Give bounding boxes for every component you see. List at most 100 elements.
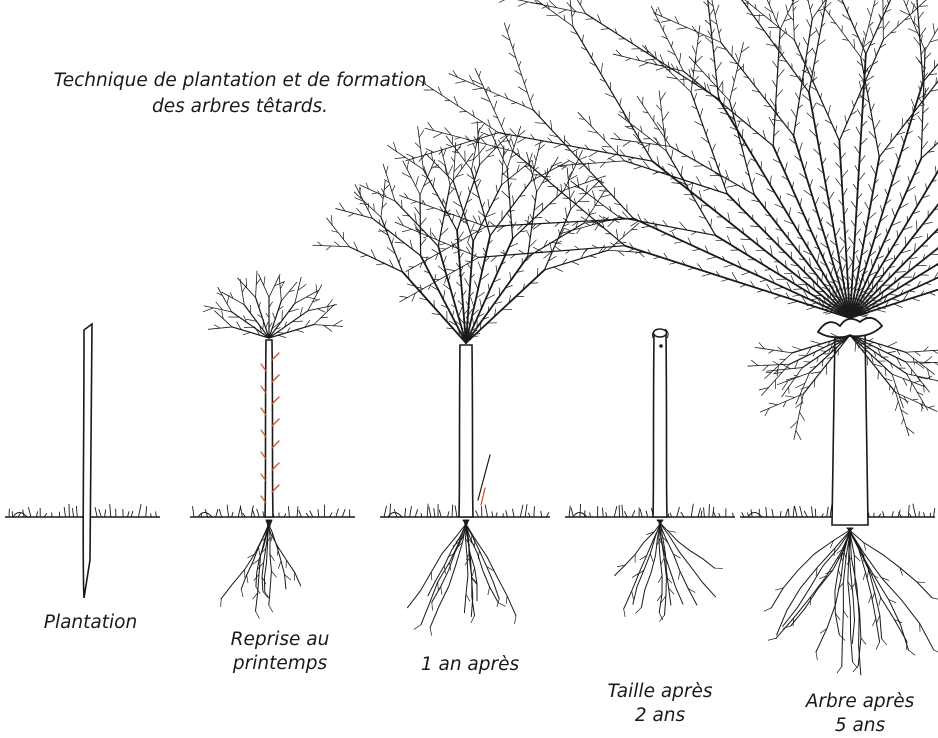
grass-blade — [709, 505, 710, 517]
twig — [661, 20, 670, 22]
grass-blade — [534, 507, 535, 517]
twig — [545, 220, 550, 223]
twig — [826, 234, 829, 240]
twig — [374, 204, 375, 211]
twig — [581, 0, 582, 5]
twig — [867, 8, 871, 16]
twig — [922, 142, 928, 150]
twig — [820, 12, 823, 18]
grass-blade — [569, 506, 570, 517]
twig — [732, 102, 736, 110]
rootlet — [882, 639, 887, 645]
twig — [530, 214, 533, 219]
twig — [935, 166, 936, 174]
twig — [634, 166, 642, 169]
rootlet — [438, 582, 439, 590]
twig — [799, 143, 802, 153]
caption-plantation: Plantation — [38, 611, 143, 635]
rootlet — [432, 602, 433, 610]
shoot — [218, 287, 232, 312]
whip — [899, 0, 925, 50]
twig — [487, 221, 489, 226]
grass-blade — [632, 511, 635, 517]
whip — [809, 0, 835, 92]
twig — [803, 37, 808, 45]
twig — [415, 207, 421, 215]
caption-reprise: Reprise au printemps — [210, 628, 350, 676]
twig — [773, 361, 779, 364]
twig — [448, 276, 450, 282]
twig — [490, 222, 495, 226]
twig — [918, 136, 922, 140]
grass-blade — [780, 511, 781, 517]
cut-mark — [659, 344, 663, 348]
twig — [494, 95, 499, 96]
twig — [631, 221, 639, 226]
grass-blade — [827, 507, 829, 517]
grass-blade — [541, 511, 542, 517]
twig — [905, 237, 906, 246]
twig — [266, 322, 268, 328]
twig — [407, 161, 408, 169]
twig — [828, 105, 830, 115]
grass-blade — [439, 510, 441, 517]
twig — [878, 371, 879, 379]
grass-blade — [603, 508, 604, 517]
twig — [847, 7, 848, 12]
rootlet — [472, 568, 474, 576]
whip — [499, 133, 653, 162]
twig — [875, 225, 877, 230]
grass-blade — [785, 509, 787, 517]
twig — [714, 46, 718, 53]
twig — [443, 256, 446, 264]
twig — [868, 279, 869, 286]
twig — [473, 88, 483, 90]
twig — [933, 351, 938, 354]
whip — [573, 26, 652, 161]
twig — [639, 63, 648, 67]
rootlet — [259, 547, 260, 555]
twig — [626, 58, 631, 60]
twig — [769, 350, 774, 353]
twig — [865, 202, 870, 210]
twig — [499, 0, 509, 2]
twig — [775, 296, 781, 299]
twig — [572, 11, 576, 17]
rootlet — [934, 650, 938, 654]
grass-blade — [624, 512, 627, 517]
twig — [472, 317, 474, 325]
grass-blade — [297, 507, 298, 517]
twig — [600, 162, 605, 167]
rootlet — [852, 662, 857, 668]
twig — [760, 280, 767, 282]
twig — [671, 150, 673, 160]
grass-blade — [713, 512, 715, 517]
twig — [840, 153, 845, 159]
twig — [807, 307, 816, 310]
twig — [858, 276, 861, 284]
twig — [582, 35, 583, 42]
twig — [439, 243, 445, 245]
twig — [443, 290, 445, 299]
twig — [804, 362, 810, 363]
twig — [273, 313, 276, 319]
grass-blade — [36, 512, 37, 517]
twig — [868, 87, 870, 93]
twig — [849, 237, 855, 245]
trunk — [265, 340, 273, 517]
caption-pollarded: Taille après 2 ans — [590, 680, 730, 728]
grass-blade — [677, 507, 680, 517]
twig — [482, 202, 485, 207]
grass-blade — [156, 512, 157, 517]
twig — [887, 342, 897, 346]
twig — [323, 325, 331, 331]
grass-blade — [506, 511, 508, 517]
twig — [494, 101, 497, 110]
twig — [735, 53, 738, 62]
twig — [831, 251, 833, 257]
rootlet — [863, 572, 865, 580]
twig — [472, 231, 477, 232]
twig — [470, 224, 474, 233]
grass-blade — [216, 509, 218, 517]
twig — [453, 292, 455, 299]
